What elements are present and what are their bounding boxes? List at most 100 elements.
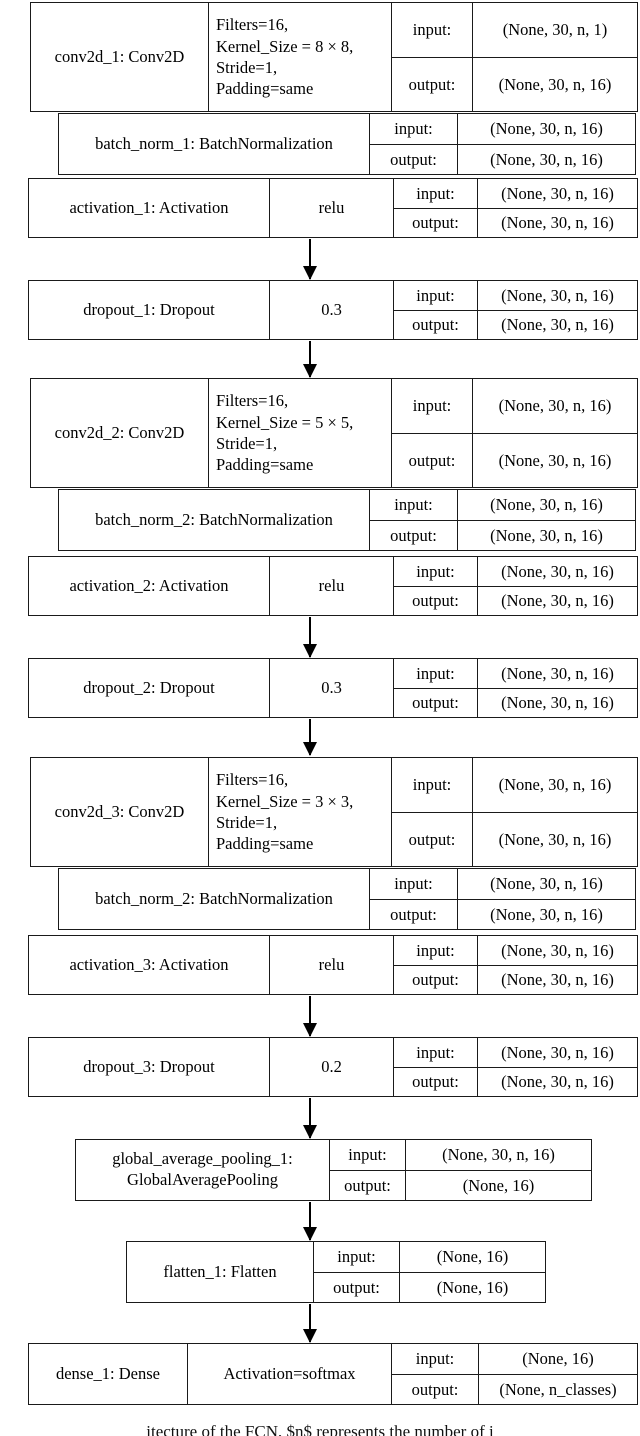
io-shape-output: (None, 30, n, 16) (457, 145, 635, 174)
io-row-output: output: (None, 30, n, 16) (394, 586, 637, 615)
io-label-output: output: (390, 525, 437, 545)
layer-io-conv2d_2: input: (None, 30, n, 16) output: (None, … (391, 379, 637, 487)
layer-node-dropout_2: dropout_2: Dropout 0.3 input: (None, 30,… (28, 658, 638, 718)
layer-param-dropout_1: 0.3 (269, 281, 393, 339)
layer-params-conv2d_1: Filters=16, Kernel_Size = 8 × 8, Stride=… (208, 3, 391, 111)
figure-caption-clipped: itecture of the FCN, $n$ represents the … (146, 1422, 494, 1436)
io-shape-output: (None, 30, n, 16) (457, 900, 635, 929)
io-shape-input: (None, 30, n, 16) (477, 936, 637, 965)
io-shape-input: (None, 16) (399, 1242, 545, 1272)
io-label-input: input: (416, 285, 455, 305)
layer-name-dense_1: dense_1: Dense (55, 1364, 160, 1384)
io-row-input: input: (None, 30, n, 16) (392, 379, 637, 433)
layer-io-dropout_1: input: (None, 30, n, 16) output: (None, … (393, 281, 637, 339)
layer-name-dropout_2: dropout_2: Dropout (83, 678, 215, 698)
flow-arrow-activation_3-to-dropout_3 (309, 996, 311, 1036)
io-label-output: output: (390, 904, 437, 924)
layer-io-batch_norm_2: input: (None, 30, n, 16) output: (None, … (369, 490, 635, 550)
io-shape-output: (None, 30, n, 16) (477, 209, 637, 237)
io-shape-output: (None, 30, n, 16) (477, 1068, 637, 1096)
layer-io-batch_norm_3: input: (None, 30, n, 16) output: (None, … (369, 869, 635, 929)
io-label-output: output: (408, 450, 456, 470)
layer-node-batch_norm_3: batch_norm_2: BatchNormalization input: … (58, 868, 636, 930)
io-label-output: output: (390, 149, 437, 169)
layer-node-batch_norm_1: batch_norm_1: BatchNormalization input: … (58, 113, 636, 175)
io-shape-output: (None, 30, n, 16) (477, 966, 637, 994)
io-label-input: input: (412, 20, 452, 39)
io-shape-input: (None, 30, n, 16) (477, 1038, 637, 1067)
layer-name-flatten_1: flatten_1: Flatten (163, 1262, 277, 1282)
flow-arrow-dropout_3-to-gap (309, 1098, 311, 1138)
io-shape-input: (None, 30, n, 16) (477, 659, 637, 688)
layer-name-dropout_3: dropout_3: Dropout (83, 1057, 215, 1077)
layer-param-dense_1: Activation=softmax (187, 1344, 391, 1404)
io-row-output: output: (None, 30, n, 16) (394, 688, 637, 717)
io-row-output: output: (None, 16) (330, 1170, 591, 1200)
gap-name-line2: GlobalAveragePooling (127, 1170, 278, 1189)
io-shape-output: (None, n_classes) (478, 1375, 637, 1404)
param-kernel-size: Kernel_Size = 5 × 5, (216, 412, 354, 432)
io-row-input: input: (None, 30, n, 16) (370, 869, 635, 899)
flow-arrow-gap-to-flatten (309, 1202, 311, 1240)
layer-io-global_average_pooling_1: input: (None, 30, n, 16) output: (None, … (329, 1140, 591, 1200)
io-row-output: output: (None, 30, n, 16) (394, 208, 637, 237)
io-row-input: input: (None, 16) (314, 1242, 545, 1272)
param-filters: Filters=16, (216, 770, 289, 790)
layer-node-dropout_3: dropout_3: Dropout 0.2 input: (None, 30,… (28, 1037, 638, 1097)
layer-node-activation_2: activation_2: Activation relu input: (No… (28, 556, 638, 616)
flow-arrow-activation_1-to-dropout_1 (309, 239, 311, 279)
io-label-input: input: (412, 775, 452, 794)
io-label-output: output: (408, 829, 456, 849)
io-row-input: input: (None, 30, n, 1) (392, 3, 637, 57)
flow-arrow-flatten-to-dense (309, 1304, 311, 1342)
io-label-input: input: (412, 396, 452, 415)
io-label-input: input: (416, 561, 455, 581)
param-stride: Stride=1, (216, 434, 278, 453)
layer-params-conv2d_3: Filters=16, Kernel_Size = 3 × 3, Stride=… (208, 758, 391, 866)
io-row-input: input: (None, 30, n, 16) (394, 281, 637, 310)
layer-name-activation_1: activation_1: Activation (69, 198, 229, 218)
io-shape-input: (None, 30, n, 16) (472, 379, 637, 433)
layer-node-dense_1: dense_1: Dense Activation=softmax input:… (28, 1343, 638, 1405)
io-shape-output: (None, 30, n, 16) (472, 58, 637, 111)
io-row-output: output: (None, 30, n, 16) (394, 965, 637, 994)
layer-node-conv2d_3: conv2d_3: Conv2D Filters=16, Kernel_Size… (30, 757, 638, 867)
layer-node-conv2d_2: conv2d_2: Conv2D Filters=16, Kernel_Size… (30, 378, 638, 488)
io-row-output: output: (None, 30, n, 16) (394, 1067, 637, 1096)
io-label-input: input: (348, 1145, 387, 1164)
io-label-input: input: (416, 183, 455, 203)
io-row-output: output: (None, 30, n, 16) (392, 57, 637, 111)
layer-io-dense_1: input: (None, 16) output: (None, n_class… (391, 1344, 637, 1404)
layer-io-dropout_3: input: (None, 30, n, 16) output: (None, … (393, 1038, 637, 1096)
io-shape-output: (None, 16) (399, 1273, 545, 1302)
io-row-output: output: (None, 16) (314, 1272, 545, 1302)
io-label-output: output: (411, 1379, 459, 1399)
io-row-input: input: (None, 30, n, 16) (370, 490, 635, 520)
layer-param-activation_1: relu (269, 179, 393, 237)
io-shape-output: (None, 30, n, 16) (477, 311, 637, 339)
io-row-input: input: (None, 30, n, 16) (394, 179, 637, 208)
io-row-output: output: (None, 30, n, 16) (370, 520, 635, 550)
layer-node-flatten_1: flatten_1: Flatten input: (None, 16) out… (126, 1241, 546, 1303)
io-row-input: input: (None, 30, n, 16) (394, 936, 637, 965)
io-shape-input: (None, 30, n, 16) (477, 557, 637, 586)
io-label-input: input: (416, 1042, 455, 1062)
layer-io-conv2d_3: input: (None, 30, n, 16) output: (None, … (391, 758, 637, 866)
io-row-output: output: (None, 30, n, 16) (392, 812, 637, 866)
layer-name-conv2d_2: conv2d_2: Conv2D (54, 423, 185, 443)
param-stride: Stride=1, (216, 813, 278, 832)
io-row-input: input: (None, 30, n, 16) (330, 1140, 591, 1170)
layer-io-activation_1: input: (None, 30, n, 16) output: (None, … (393, 179, 637, 237)
layer-io-flatten_1: input: (None, 16) output: (None, 16) (313, 1242, 545, 1302)
io-label-output: output: (412, 970, 459, 989)
io-label-output: output: (412, 1072, 459, 1091)
io-row-input: input: (None, 30, n, 16) (392, 758, 637, 812)
layer-params-conv2d_2: Filters=16, Kernel_Size = 5 × 5, Stride=… (208, 379, 391, 487)
io-shape-output: (None, 30, n, 16) (457, 521, 635, 550)
io-label-input: input: (394, 119, 433, 138)
io-label-output: output: (412, 693, 459, 712)
param-stride: Stride=1, (216, 58, 278, 77)
io-shape-input: (None, 30, n, 16) (457, 869, 635, 899)
io-shape-output: (None, 16) (405, 1171, 591, 1200)
layer-name-batch_norm_2: batch_norm_2: BatchNormalization (95, 510, 333, 530)
